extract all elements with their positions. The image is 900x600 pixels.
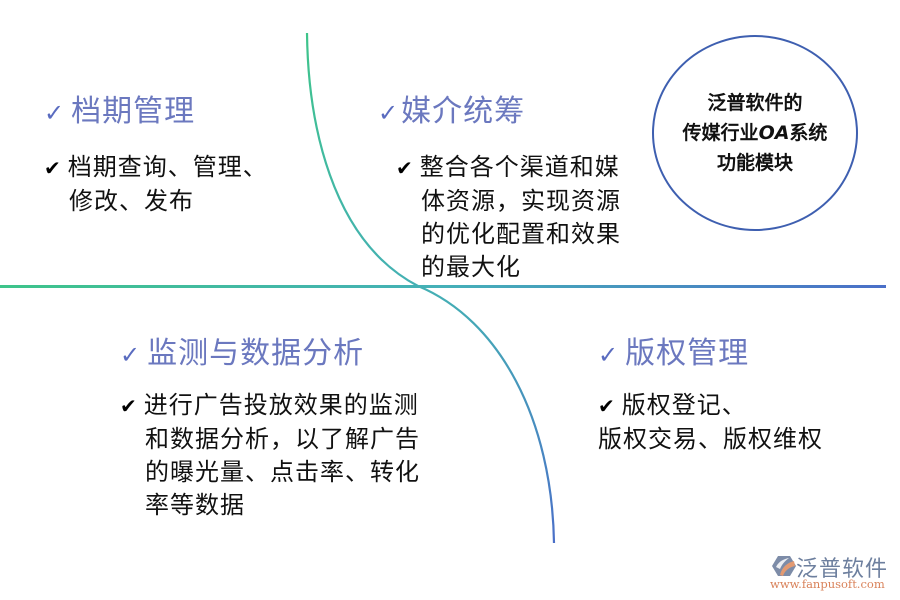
check-icon: ✓ xyxy=(44,99,66,127)
section-title: ✓监测与数据分析 xyxy=(120,336,365,371)
section-title: ✓媒介统筹 xyxy=(378,94,526,129)
quadrant-schedule-management: ✓档期管理 xyxy=(44,94,195,131)
logo-mark-icon xyxy=(772,556,796,576)
quadrant-schedule-body: ✔档期查询、管理、 修改、发布 xyxy=(44,153,268,215)
check-icon: ✓ xyxy=(378,99,400,127)
section-title: ✓版权管理 xyxy=(598,336,750,371)
quadrant-copyright-management: ✓版权管理 xyxy=(598,336,749,373)
bullet-check-icon: ✔ xyxy=(44,156,62,180)
quadrant-media-body: ✔整合各个渠道和媒 体资源，实现资源 的优化配置和效果 的最大化 xyxy=(396,153,621,281)
logo-url: www.fanpusoft.com xyxy=(770,577,885,591)
check-icon: ✓ xyxy=(598,341,620,369)
bullet-check-icon: ✔ xyxy=(120,394,138,418)
quadrant-monitoring-body: ✔进行广告投放效果的监测 和数据分析，以了解广告 的曝光量、点击率、转化 率等数… xyxy=(120,391,420,519)
center-title: 泛普软件的 传媒行业OA系统 功能模块 xyxy=(682,92,828,174)
bullet-check-icon: ✔ xyxy=(598,394,616,418)
horizontal-divider xyxy=(0,285,886,288)
section-title: ✓档期管理 xyxy=(44,94,196,129)
quadrant-monitoring-analysis: ✓监测与数据分析 xyxy=(120,336,364,373)
center-circle: 泛普软件的 传媒行业OA系统 功能模块 xyxy=(652,35,858,231)
quadrant-media-coordination: ✓媒介统筹 xyxy=(378,94,525,131)
fanpusoft-logo: 泛普软件 www.fanpusoft.com xyxy=(770,553,895,593)
bullet-check-icon: ✔ xyxy=(396,156,414,180)
check-icon: ✓ xyxy=(120,341,142,369)
quadrant-copyright-body: ✔版权登记、 版权交易、版权维权 xyxy=(598,391,823,453)
logo-name: 泛普软件 xyxy=(796,557,889,582)
curved-divider xyxy=(305,32,556,544)
